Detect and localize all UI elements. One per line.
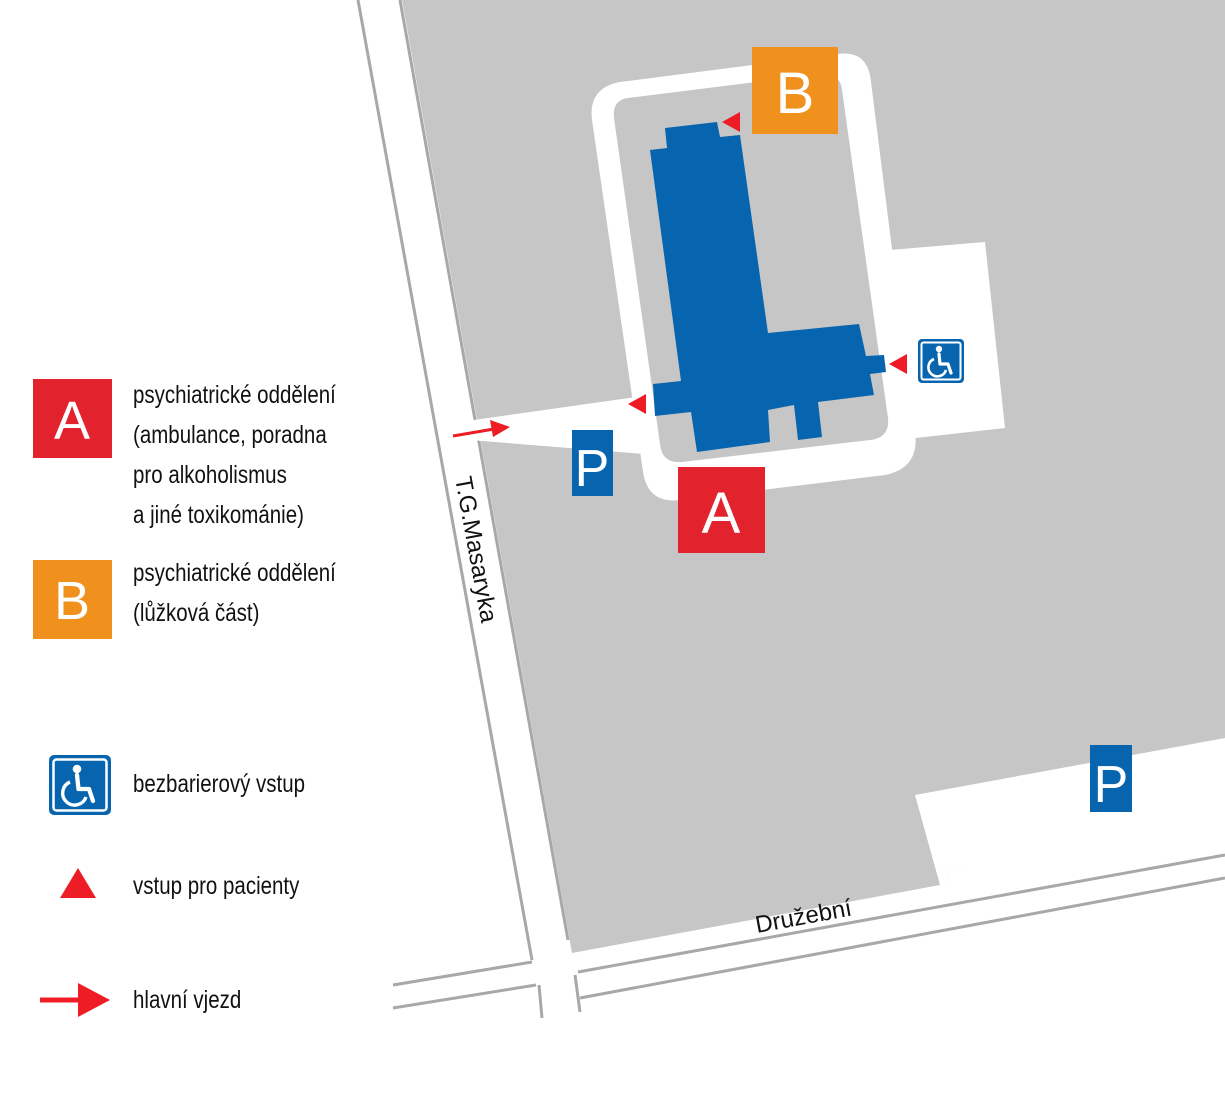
- legend-a-letter: A: [54, 391, 90, 451]
- parking-icon: [572, 430, 613, 496]
- legend-a-description: psychiatrické oddělení (ambulance, porad…: [133, 375, 336, 535]
- legend-a-line: a jiné toxikománie): [133, 501, 304, 529]
- parking-2-label: P: [1094, 756, 1129, 814]
- marker-a-label: A: [702, 481, 741, 546]
- legend-a-box: [33, 379, 112, 458]
- street-line: [579, 876, 1225, 1000]
- street-line: [398, 0, 570, 941]
- marker-b-label: B: [776, 61, 815, 126]
- parking-lane: [915, 738, 1225, 885]
- marker-b-box: [752, 47, 838, 134]
- legend-b-box: [33, 560, 112, 639]
- legend-entrance-label: vstup pro pacienty: [133, 872, 300, 900]
- street-line: [577, 853, 1225, 974]
- legend-main-entry-label: hlavní vjezd: [133, 986, 242, 1014]
- arrow-icon: [40, 983, 110, 1017]
- street-line: [573, 974, 582, 1013]
- legend-a-line: pro alkoholismus: [133, 461, 287, 489]
- parking-1-label: P: [575, 440, 610, 498]
- wheelchair-icon: [918, 339, 964, 383]
- legend-wheelchair-label: bezbarierový vstup: [133, 770, 306, 798]
- legend-b-description: psychiatrické oddělení (lůžková část): [133, 553, 336, 633]
- entrance-marker-accessible: [889, 354, 907, 374]
- main-entry-arrow-icon: [452, 420, 510, 438]
- entrance-marker-a: [628, 394, 646, 414]
- legend-a-line: (ambulance, poradna: [133, 421, 327, 449]
- entrance-marker-b: [722, 112, 740, 132]
- street-line: [392, 983, 537, 1010]
- triangle-icon: [60, 868, 96, 898]
- parking-icon: [1090, 745, 1132, 812]
- street-line: [537, 984, 544, 1019]
- street-line: [356, 0, 534, 961]
- street-line: [392, 960, 533, 987]
- hospital-building: [650, 122, 886, 452]
- legend-b-line: psychiatrické oddělení: [133, 559, 336, 587]
- legend-a-line: psychiatrické oddělení: [133, 381, 336, 409]
- legend-b-letter: B: [54, 571, 90, 631]
- legend-b-line: (lůžková část): [133, 599, 260, 627]
- marker-a-box: [678, 467, 765, 553]
- wheelchair-icon: [49, 755, 111, 815]
